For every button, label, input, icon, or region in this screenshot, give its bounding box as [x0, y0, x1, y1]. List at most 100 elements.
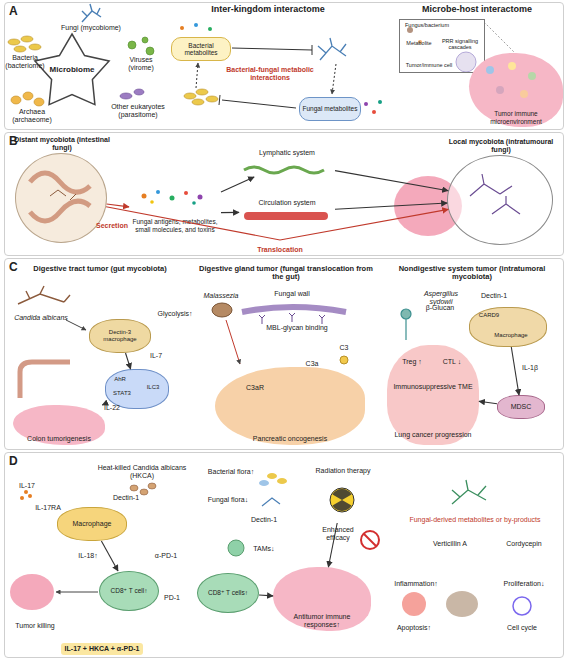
radiation-icon [330, 488, 354, 512]
hkca-icon [148, 483, 156, 489]
tumor-cell [446, 591, 478, 617]
blood-vessel [244, 212, 328, 220]
node-text: Microbiome [50, 66, 95, 75]
node-text: Tumor immune microenvironment [471, 110, 561, 125]
text-label: PD-1 [160, 594, 184, 602]
node-text: Fungal antigens, metabolites, small mole… [131, 218, 219, 233]
fungi-icon [452, 480, 486, 504]
text-label: Dectin-1 [244, 516, 284, 524]
text-label: Fungi (mycobiome) [55, 24, 127, 32]
archaea-icon [11, 92, 44, 106]
tumor-blob: Colon tumorigenesis [13, 405, 105, 445]
node-text: Immunosuppressive TME [387, 383, 479, 391]
no-symbol [361, 531, 379, 549]
bacteria-icon [8, 39, 20, 45]
metabolite-dots [208, 27, 212, 31]
tumor-blob [10, 574, 54, 610]
node-text: Lymphatic system [259, 149, 315, 157]
flora-icon [267, 473, 277, 479]
flora-icon [259, 473, 287, 506]
text-label: Glycolysis↑ [150, 310, 200, 318]
text-label: Malassezia [196, 292, 246, 300]
text-label: Archaea (archaeome) [4, 108, 60, 124]
text-flow: Colon tumorigenesis [13, 405, 105, 445]
fungi-cluster [318, 38, 346, 60]
text-label: Enhanced efficacy [310, 526, 366, 542]
edge-label: IL-18↑ [78, 552, 97, 560]
malassezia-icon [212, 303, 232, 317]
text-flow: Antitumor immune responses↑ [273, 567, 371, 631]
molecule-dots [142, 194, 147, 199]
arrow-connector [335, 203, 447, 209]
tumor-circle: Local mycobiota (intratumoural fungi) [447, 155, 553, 245]
promotion-arrow [196, 63, 198, 88]
text-label: C3a [300, 360, 324, 368]
star-outline [35, 34, 109, 105]
flora-icon [277, 478, 287, 484]
lymph-vessel [244, 167, 324, 173]
text-label: C3aR [240, 384, 270, 392]
node-text: AhR [109, 376, 131, 383]
cell-shape: MDSC [497, 395, 545, 419]
node-text: Local mycobiota (intratumoural fungi) [444, 138, 558, 154]
candida-icon [18, 286, 70, 304]
tumor-blob: Tumor immune microenvironment [469, 53, 563, 127]
parasite-icon [134, 89, 144, 95]
no-symbol [364, 534, 376, 546]
pancreas-shape: Pancreatic oncogenesis [215, 367, 365, 445]
bacteria-icon [21, 36, 33, 42]
molecule-dots [150, 200, 154, 204]
text-label: Microbe-host interactome [392, 4, 562, 14]
node-text: C [9, 261, 25, 274]
molecule-group: Fungal antigens, metabolites, small mole… [129, 191, 221, 235]
fungal-wall [242, 307, 346, 312]
text-flow: Radiation therapy [301, 465, 385, 523]
node-text: D [9, 455, 25, 468]
inflammation-glow [402, 592, 426, 616]
no-symbol [361, 531, 379, 549]
sub-panel: Digestive tract tumor (gut mycobiota)Dec… [9, 263, 191, 449]
text-label: Other eukaryotes (parasitome) [106, 103, 170, 119]
translocation-arrow [226, 320, 240, 364]
cell-shape: Macrophage [57, 507, 127, 541]
arrow-connector [107, 204, 129, 207]
text-label: Treg ↑ [392, 358, 432, 366]
text-label: Cordycepin [494, 540, 554, 548]
metabolite-dots [372, 110, 376, 114]
node-text: Circulation system [258, 199, 315, 207]
text-label: Proliferation↓ [494, 580, 554, 588]
molecule-dots [192, 201, 196, 205]
text-label: IL-17 [12, 482, 42, 490]
arrow-connector [259, 594, 273, 596]
text-label: β-Glucan [420, 304, 460, 312]
edge-label: IL-22 [104, 404, 120, 412]
il17-dots [24, 490, 28, 494]
text-label: C3 [334, 344, 354, 352]
arrow-connector [479, 401, 497, 403]
text-label: CTL ↓ [434, 358, 470, 366]
cell-cycle [513, 597, 531, 615]
metabolite-dots [194, 23, 198, 27]
flora-icon [262, 498, 280, 506]
candida-icon [18, 286, 70, 304]
arrow-connector [126, 353, 131, 369]
text-label: Verticillin A [420, 540, 480, 548]
bacteria-cluster [196, 89, 208, 95]
fungal-wall [242, 307, 346, 312]
node-text: STAT3 [109, 390, 135, 397]
bacteria-icon [29, 44, 41, 50]
node-text: MDSC [511, 403, 532, 411]
metabolite-dots [364, 102, 368, 106]
il17-dots [20, 496, 24, 500]
sub-panel: Nondigestive system tumor (intratumoral … [381, 263, 563, 449]
node-text: CARD9 [474, 312, 504, 319]
text-label: Viruses (virome) [116, 56, 166, 72]
virus-icon [142, 37, 148, 43]
node-text: Antitumor immune responses↑ [275, 613, 369, 629]
cell-shape: CD8⁺ T cells↑ [197, 573, 259, 613]
node-text: Fungal metabolites [303, 105, 358, 112]
blood-vessel [244, 212, 328, 220]
text-label: Heat-killed Candida albicans (HKCA) [92, 464, 192, 480]
metabolite-box: Fungal metabolites [299, 97, 361, 121]
translocation-arrow [226, 320, 240, 364]
